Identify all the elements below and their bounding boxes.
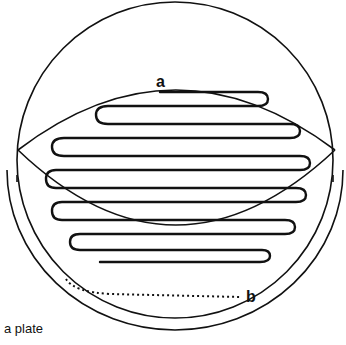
caption-label: a plate <box>4 322 43 335</box>
streak-end-label: b <box>246 289 256 305</box>
dotted-streak <box>66 279 240 297</box>
plate-lid <box>17 2 333 318</box>
streak-start-label: a <box>156 74 165 90</box>
plate-wall <box>17 175 333 182</box>
plate-inner-rim <box>18 90 335 150</box>
streak-line <box>46 92 310 262</box>
